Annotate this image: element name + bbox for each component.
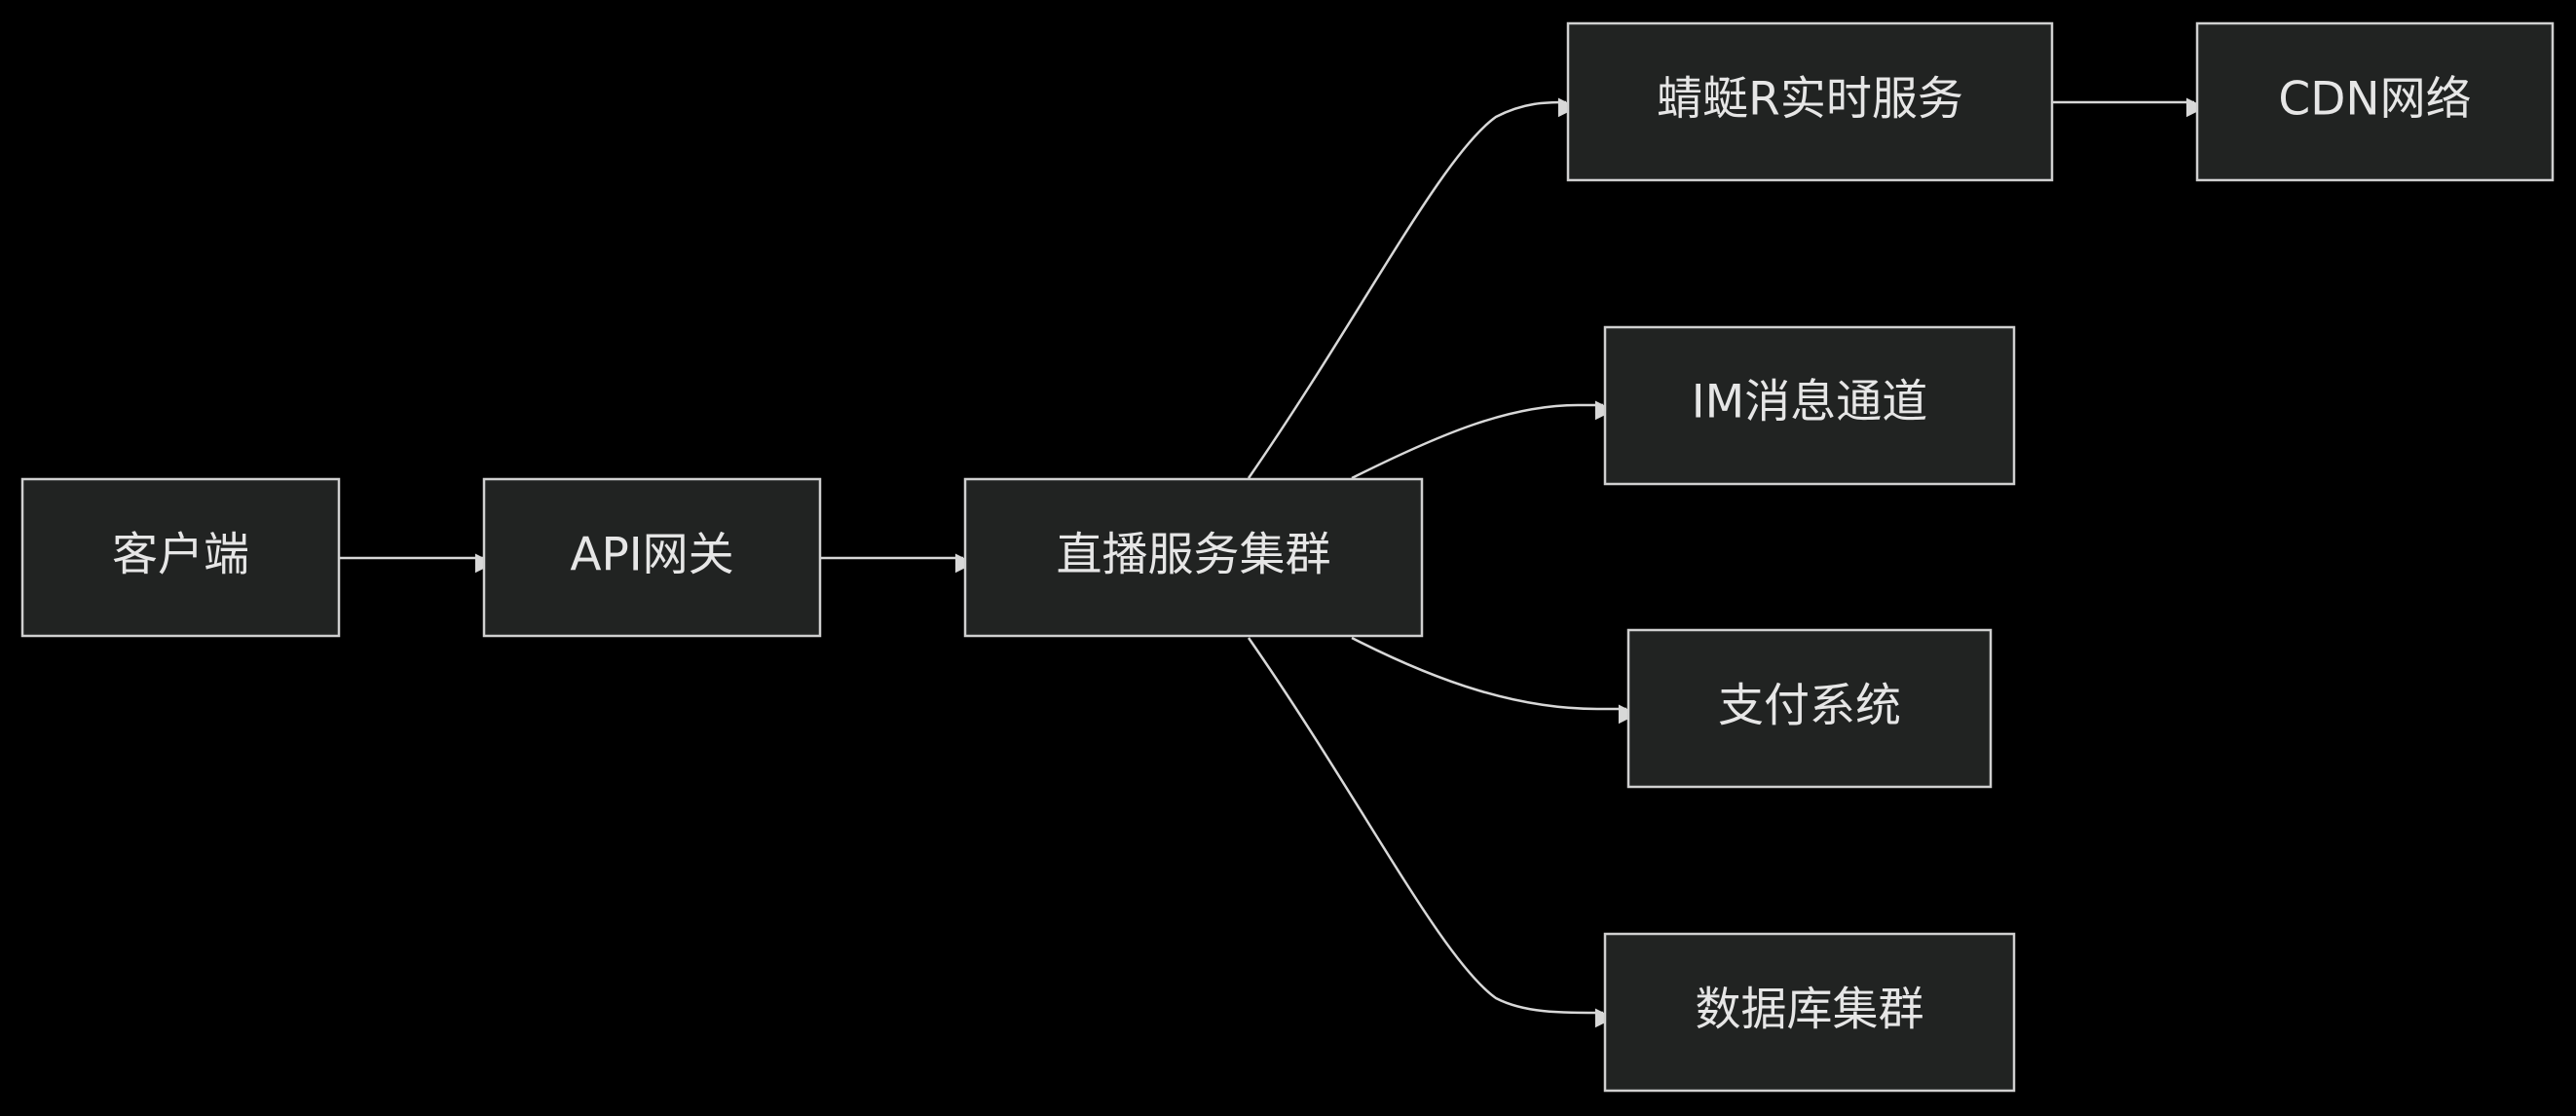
node-client[interactable]: 客户端 [20,477,341,638]
edge-live-cluster-to-im [1351,400,1615,480]
edge-live-cluster-to-db-cluster [1247,637,1615,1028]
node-dragonfly-rt-label: 蜻蜓R实时服务 [1657,73,1963,127]
node-payment[interactable]: 支付系统 [1626,628,1993,789]
node-live-cluster-label: 直播服务集群 [1057,529,1331,582]
node-im[interactable]: IM消息通道 [1603,325,2016,486]
node-db-cluster[interactable]: 数据库集群 [1603,932,2016,1093]
node-live-cluster[interactable]: 直播服务集群 [963,477,1424,638]
edge-live-cluster-to-payment [1351,636,1638,725]
node-api-gateway[interactable]: API网关 [482,477,822,638]
node-api-gateway-label: API网关 [570,529,733,582]
node-cdn[interactable]: CDN网络 [2195,21,2555,182]
node-dragonfly-rt[interactable]: 蜻蜓R实时服务 [1566,21,2054,182]
node-client-label: 客户端 [112,529,249,582]
edge-live-cluster-to-dragonfly-rt [1247,97,1578,479]
node-db-cluster-label: 数据库集群 [1696,984,1924,1037]
node-im-label: IM消息通道 [1692,376,1927,429]
node-cdn-label: CDN网络 [2278,73,2471,127]
node-payment-label: 支付系统 [1718,680,1901,733]
